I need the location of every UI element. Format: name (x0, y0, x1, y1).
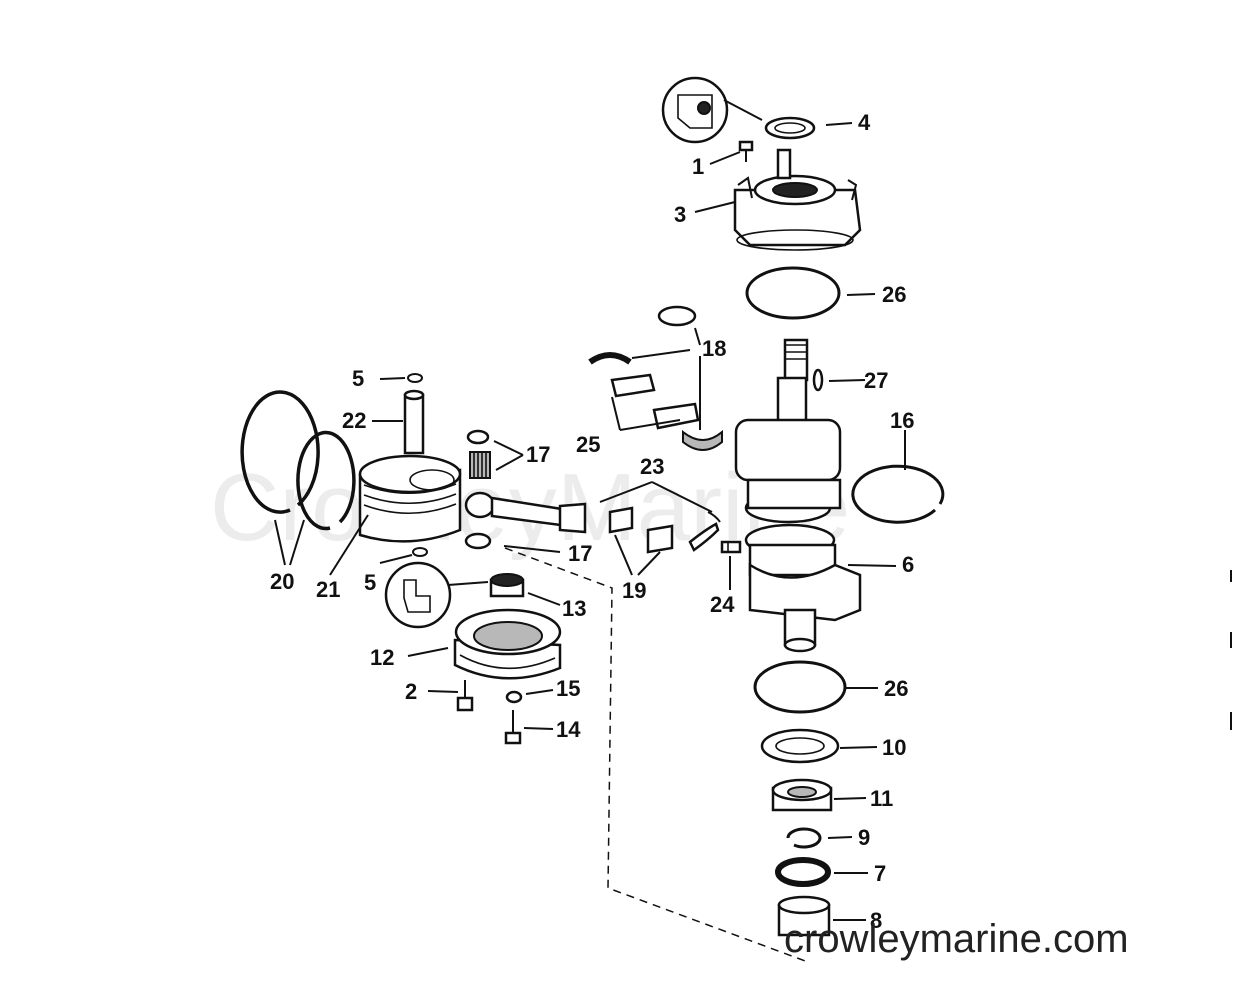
part-20-piston-rings (240, 390, 356, 531)
part-7-seal (775, 857, 831, 887)
callout-15: 15 (556, 676, 580, 701)
part-19-bearing-cages (608, 506, 674, 554)
part-5-pin-clip-top (407, 373, 423, 383)
callout-3: 3 (674, 202, 686, 227)
part-6-crankshaft (734, 338, 862, 653)
callout-5-top: 5 (352, 366, 364, 391)
part-16-ring (851, 464, 945, 524)
callout-19: 19 (622, 578, 646, 603)
part-17-needle-bearing (469, 451, 491, 479)
part-14-bolt (504, 710, 522, 745)
callout-leader-lines (274, 122, 906, 921)
callout-22: 22 (342, 408, 366, 433)
callout-21: 21 (316, 577, 340, 602)
part-5-pin-clip-bottom (412, 547, 428, 557)
callout-9: 9 (858, 825, 870, 850)
callout-17-top: 17 (526, 442, 550, 467)
callout-13: 13 (562, 596, 586, 621)
part-17-washer-bottom (464, 532, 492, 550)
part-21-piston (358, 454, 462, 543)
callout-17-bottom: 17 (568, 541, 592, 566)
callout-18: 18 (702, 336, 726, 361)
callout-4: 4 (858, 110, 871, 135)
part-10-retainer-plate (760, 728, 840, 764)
site-url: crowleymarine.com (784, 917, 1129, 961)
part-3-upper-bearing-housing (733, 148, 862, 251)
callout-6: 6 (902, 552, 914, 577)
callout-8: 8 (870, 908, 882, 933)
part-22-piston-pin (403, 389, 425, 455)
callout-7: 7 (874, 861, 886, 886)
part-9-retaining-ring (786, 827, 822, 849)
assembly-dashed-line (504, 547, 809, 963)
part-15-nut (505, 690, 523, 704)
part-27-key (812, 368, 824, 392)
part-24-cap-screw (720, 540, 742, 554)
callout-14: 14 (556, 717, 581, 742)
part-18-retainer-rings (588, 305, 697, 365)
callout-10: 10 (882, 735, 906, 760)
callout-12: 12 (370, 645, 394, 670)
sealant-detail-icon-top (661, 76, 763, 144)
part-11-ball-bearing (771, 778, 833, 812)
callout-2: 2 (405, 679, 417, 704)
part-12-lower-bearing-housing (453, 608, 562, 680)
callout-labels: 4 1 3 26 18 27 16 5 22 17 25 23 17 19 24… (270, 110, 914, 933)
part-2-screw (456, 680, 474, 712)
callout-25: 25 (576, 432, 600, 457)
part-8-sleeve (777, 895, 831, 937)
part-1-screw (738, 140, 754, 162)
part-17-washer-top (466, 429, 490, 445)
part-4-seal (764, 116, 816, 140)
callout-20: 20 (270, 569, 294, 594)
callout-1: 1 (692, 154, 704, 179)
connecting-rod (464, 491, 587, 534)
callout-27: 27 (864, 368, 888, 393)
callout-11: 11 (870, 786, 893, 811)
part-26-o-ring-top (745, 266, 841, 320)
part-25-bearing-halves (610, 373, 723, 451)
callout-16: 16 (890, 408, 914, 433)
callout-23: 23 (640, 454, 664, 479)
sealant-detail-icon-bottom (384, 561, 489, 629)
callout-5-bottom: 5 (364, 570, 376, 595)
part-13-seal (489, 573, 525, 598)
part-26-o-ring-bottom (753, 660, 847, 714)
part-23-rod-cap (688, 511, 721, 552)
callout-24: 24 (710, 592, 735, 617)
callout-26-bottom: 26 (884, 676, 908, 701)
callout-26-top: 26 (882, 282, 906, 307)
